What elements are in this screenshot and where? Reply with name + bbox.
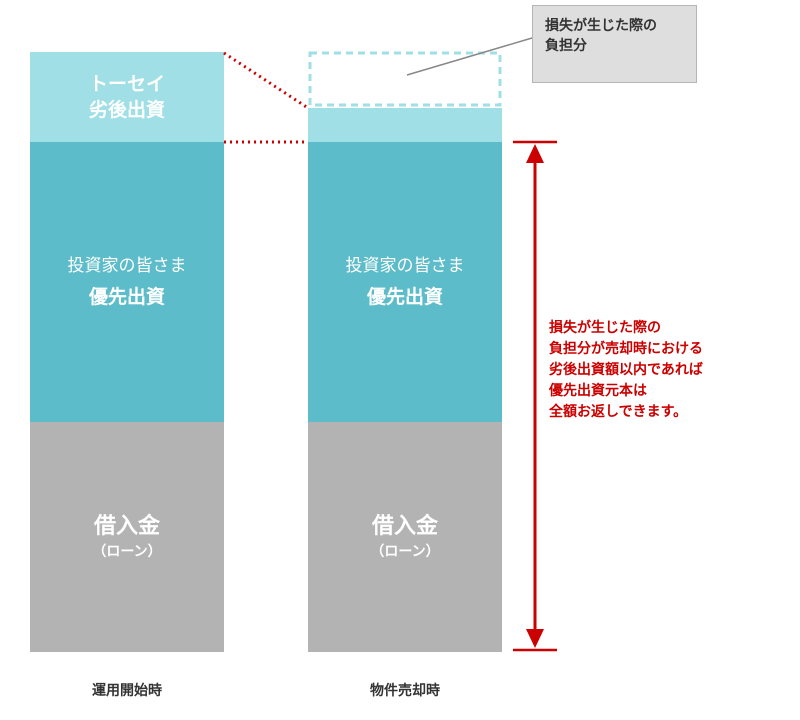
start-subordinated-label-line2: 劣後出資 xyxy=(88,99,165,121)
start-subordinated-block: トーセイ 劣後出資 xyxy=(30,52,224,142)
start-loan-label-line2: （ローン） xyxy=(92,544,162,560)
start-loan-label-line1: 借入金 xyxy=(93,514,160,539)
guarantee-note: 損失が生じた際の 負担分が売却時における 劣後出資額以内であれば 優先出資元本は… xyxy=(549,318,799,423)
loss-dashed-box xyxy=(308,51,502,107)
start-caption: 運用開始時 xyxy=(92,683,162,699)
note-line: 損失が生じた際の xyxy=(549,320,661,336)
note-line: 全額お返しできます。 xyxy=(549,404,688,420)
sale-investor-label-line1: 投資家の皆さま xyxy=(345,256,465,276)
sale-loan-block: 借入金 （ローン） xyxy=(308,422,502,652)
sale-loan-label-line1: 借入金 xyxy=(371,514,438,539)
sale-investor-block: 投資家の皆さま 優先出資 xyxy=(308,142,502,422)
note-line: 劣後出資額以内であれば xyxy=(549,362,703,378)
start-investor-label-line2: 優先出資 xyxy=(88,286,165,308)
start-investor-block: 投資家の皆さま 優先出資 xyxy=(30,142,224,422)
start-investor-label-line1: 投資家の皆さま xyxy=(67,256,187,276)
sale-caption: 物件売却時 xyxy=(370,683,440,699)
sale-investor-label-line2: 優先出資 xyxy=(366,286,443,308)
sale-loan-label-line2: （ローン） xyxy=(370,544,440,560)
start-subordinated-label-line1: トーセイ xyxy=(88,73,165,95)
callout-line1: 損失が生じた際の xyxy=(545,18,657,34)
arrow-head-down xyxy=(526,629,544,648)
callout-pointer-line xyxy=(406,37,533,76)
note-line: 負担分が売却時における xyxy=(549,341,703,357)
connector-top-dotted-line xyxy=(223,51,309,110)
start-loan-block: 借入金 （ローン） xyxy=(30,422,224,652)
sale-subordinated-remaining-block xyxy=(308,108,502,142)
callout-line2: 負担分 xyxy=(545,38,587,54)
note-line: 優先出資元本は xyxy=(549,383,647,399)
arrow-head-up xyxy=(526,144,544,163)
loss-callout-box: 損失が生じた際の 負担分 xyxy=(532,5,697,83)
